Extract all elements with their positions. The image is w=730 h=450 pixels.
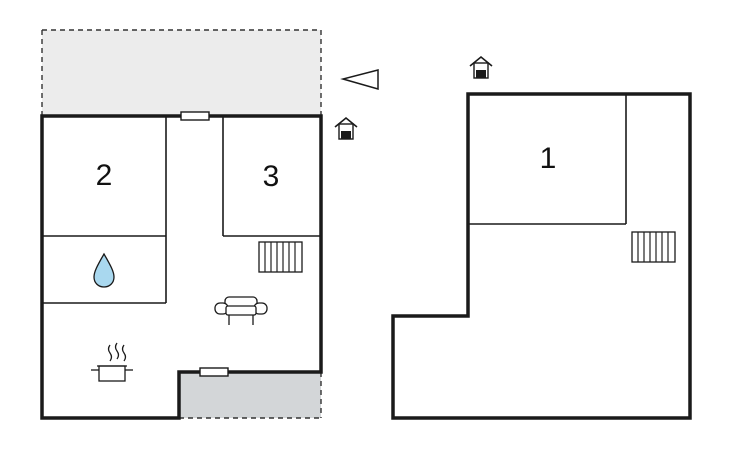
- right-interior-walls: [468, 94, 627, 225]
- sofa-icon: [214, 296, 268, 325]
- room-label-2: 2: [96, 159, 113, 192]
- entrance-icon: [469, 55, 493, 79]
- terrace-top: [41, 29, 322, 116]
- right-building-walls: [391, 92, 692, 420]
- radiator-icon: [258, 241, 303, 273]
- bathroom-drop-icon: [93, 252, 115, 288]
- entrance-icon: [334, 116, 358, 140]
- window-icon: [180, 111, 210, 121]
- room-label-1: 1: [540, 142, 557, 175]
- radiator-icon: [631, 231, 676, 263]
- room-label-3: 3: [263, 160, 280, 193]
- north-arrow-icon: [340, 69, 379, 90]
- left-interior-walls: [42, 116, 321, 304]
- kitchen-pot-icon: [91, 342, 133, 382]
- left-building-walls: [40, 114, 323, 420]
- window-icon: [199, 367, 229, 377]
- terrace-bottom: [179, 372, 322, 419]
